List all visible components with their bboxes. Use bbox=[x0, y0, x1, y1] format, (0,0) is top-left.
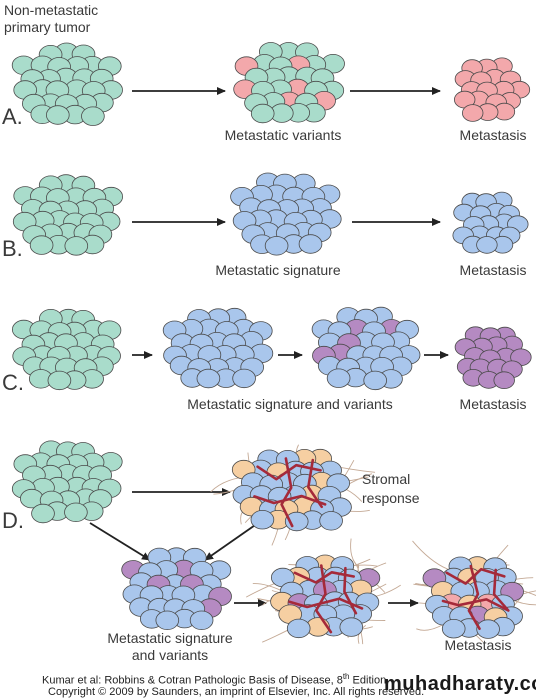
primary-tumor-label-line2: primary tumor bbox=[4, 19, 91, 35]
stromal-fiber bbox=[416, 623, 445, 631]
tumor-cell bbox=[319, 511, 343, 531]
blood-vessel bbox=[256, 463, 322, 481]
tumor-cell bbox=[64, 236, 89, 256]
row-d-arrow-down-left bbox=[89, 522, 151, 561]
row-b-end-label: Metastasis bbox=[459, 262, 527, 278]
row-d-letter: D. bbox=[2, 508, 24, 533]
tumor-cell bbox=[363, 370, 388, 391]
watermark-text: muhadharaty.com bbox=[384, 673, 536, 695]
row-d-middle-line1: Metastatic signature bbox=[107, 630, 233, 646]
row-d-arrow-down-right bbox=[204, 522, 259, 561]
credit-line-2: Copyright © 2009 by Saunders, an imprint… bbox=[48, 686, 425, 698]
row-a-end-label: Metastasis bbox=[459, 127, 527, 143]
row-a-metastasis bbox=[454, 57, 531, 122]
row-d-stromal-response bbox=[231, 448, 352, 532]
row-a-metastatic-variants bbox=[233, 42, 345, 124]
primary-tumor-label: Non-metastatic primary tumor bbox=[4, 2, 98, 36]
row-d-signature-and-variants bbox=[121, 547, 232, 631]
row-c-signature-and-variants bbox=[311, 306, 421, 391]
credit-text: Kumar et al: Robbins & Cotran Pathologic… bbox=[42, 674, 343, 687]
blood-vessel bbox=[492, 568, 509, 611]
row-c-primary-tumor bbox=[11, 308, 122, 391]
row-b-primary-tumor bbox=[12, 174, 123, 256]
tumor-cell bbox=[232, 368, 256, 389]
tumor-cell bbox=[81, 106, 105, 126]
stromal-response-line2: response bbox=[362, 490, 420, 506]
row-d-primary-tumor bbox=[11, 440, 123, 524]
credit-edition: Edition bbox=[349, 674, 387, 687]
tumor-cell bbox=[264, 236, 289, 256]
stromal-fiber bbox=[412, 540, 448, 570]
credit-superscript: th bbox=[342, 672, 350, 681]
tumor-cell bbox=[250, 103, 275, 124]
row-c-letter: C. bbox=[2, 370, 24, 395]
tumor-cell bbox=[441, 619, 466, 639]
arrows-layer bbox=[89, 87, 449, 607]
blood-vessel bbox=[280, 457, 294, 528]
row-b-metastatic-signature bbox=[230, 172, 342, 256]
row-d-middle-line2: and variants bbox=[131, 647, 209, 663]
blood-vessel bbox=[441, 598, 510, 612]
row-d-vessels-3 bbox=[441, 564, 510, 630]
row-c-middle-label: Metastatic signature and variants bbox=[187, 396, 393, 412]
tumor-cell bbox=[298, 234, 323, 254]
stromal-fiber bbox=[350, 538, 360, 568]
blood-vessel bbox=[307, 458, 323, 509]
tumor-cell bbox=[250, 510, 275, 530]
credit-line-1: Kumar et al: Robbins & Cotran Pathologic… bbox=[42, 672, 386, 687]
blood-vessels-layer bbox=[253, 457, 510, 634]
row-d-vessels-1 bbox=[253, 457, 327, 528]
row-d-combined bbox=[270, 554, 381, 639]
row-c-metastatic-signature bbox=[162, 307, 274, 389]
stromal-response-label: Stromal response bbox=[362, 470, 420, 508]
tumor-cell bbox=[462, 104, 484, 122]
row-d-vessels-2 bbox=[288, 564, 364, 634]
tumor-cell bbox=[47, 370, 72, 391]
tumor-cell bbox=[196, 368, 221, 389]
tumor-cell bbox=[155, 610, 180, 631]
blood-vessel bbox=[253, 494, 327, 506]
tumor-cell bbox=[46, 105, 70, 125]
tumor-cell bbox=[189, 610, 214, 631]
tumor-cell bbox=[493, 371, 515, 390]
row-d-end-label: Metastasis bbox=[444, 637, 512, 653]
tumor-cell bbox=[64, 502, 88, 523]
row-a-letter: A. bbox=[2, 104, 23, 129]
row-a-middle-label: Metastatic variants bbox=[224, 127, 342, 143]
tumor-cell bbox=[476, 236, 498, 254]
row-a-primary-tumor bbox=[11, 42, 123, 126]
blood-vessel bbox=[343, 566, 358, 615]
row-c-metastasis bbox=[454, 326, 532, 390]
tumor-clusters-layer bbox=[11, 42, 532, 639]
tumor-cell bbox=[476, 619, 500, 639]
primary-tumor-label-line1: Non-metastatic bbox=[4, 2, 99, 18]
row-c-end-label: Metastasis bbox=[459, 396, 527, 412]
tumor-cell bbox=[29, 235, 54, 255]
stromal-response-line1: Stromal bbox=[362, 471, 411, 487]
row-b-metastasis bbox=[452, 191, 529, 254]
tumor-cell bbox=[339, 617, 364, 637]
tumor-cell bbox=[286, 618, 311, 639]
tumor-cell bbox=[31, 503, 55, 524]
row-b-letter: B. bbox=[2, 236, 23, 261]
row-d-middle-label: Metastatic signature and variants bbox=[107, 630, 232, 664]
tumor-cell bbox=[326, 368, 351, 388]
row-b-middle-label: Metastatic signature bbox=[215, 262, 341, 278]
row-d-metastasis bbox=[422, 556, 524, 639]
